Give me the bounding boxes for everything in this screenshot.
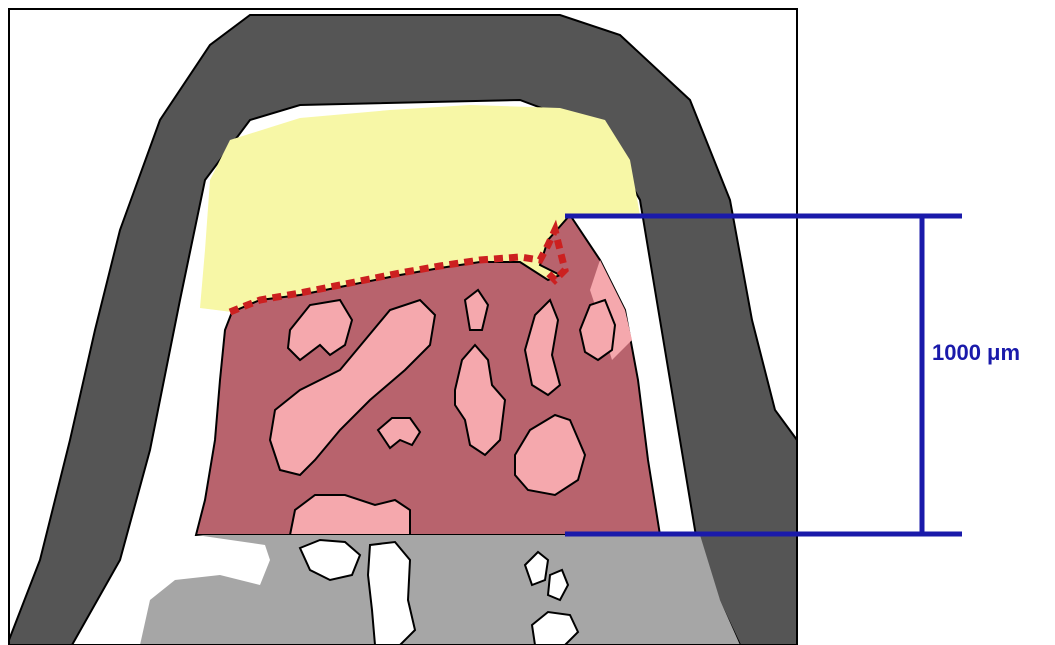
trabecula (290, 495, 410, 535)
marrow-pocket (368, 542, 415, 645)
scale-bar-label: 1000 μm (932, 340, 1020, 366)
